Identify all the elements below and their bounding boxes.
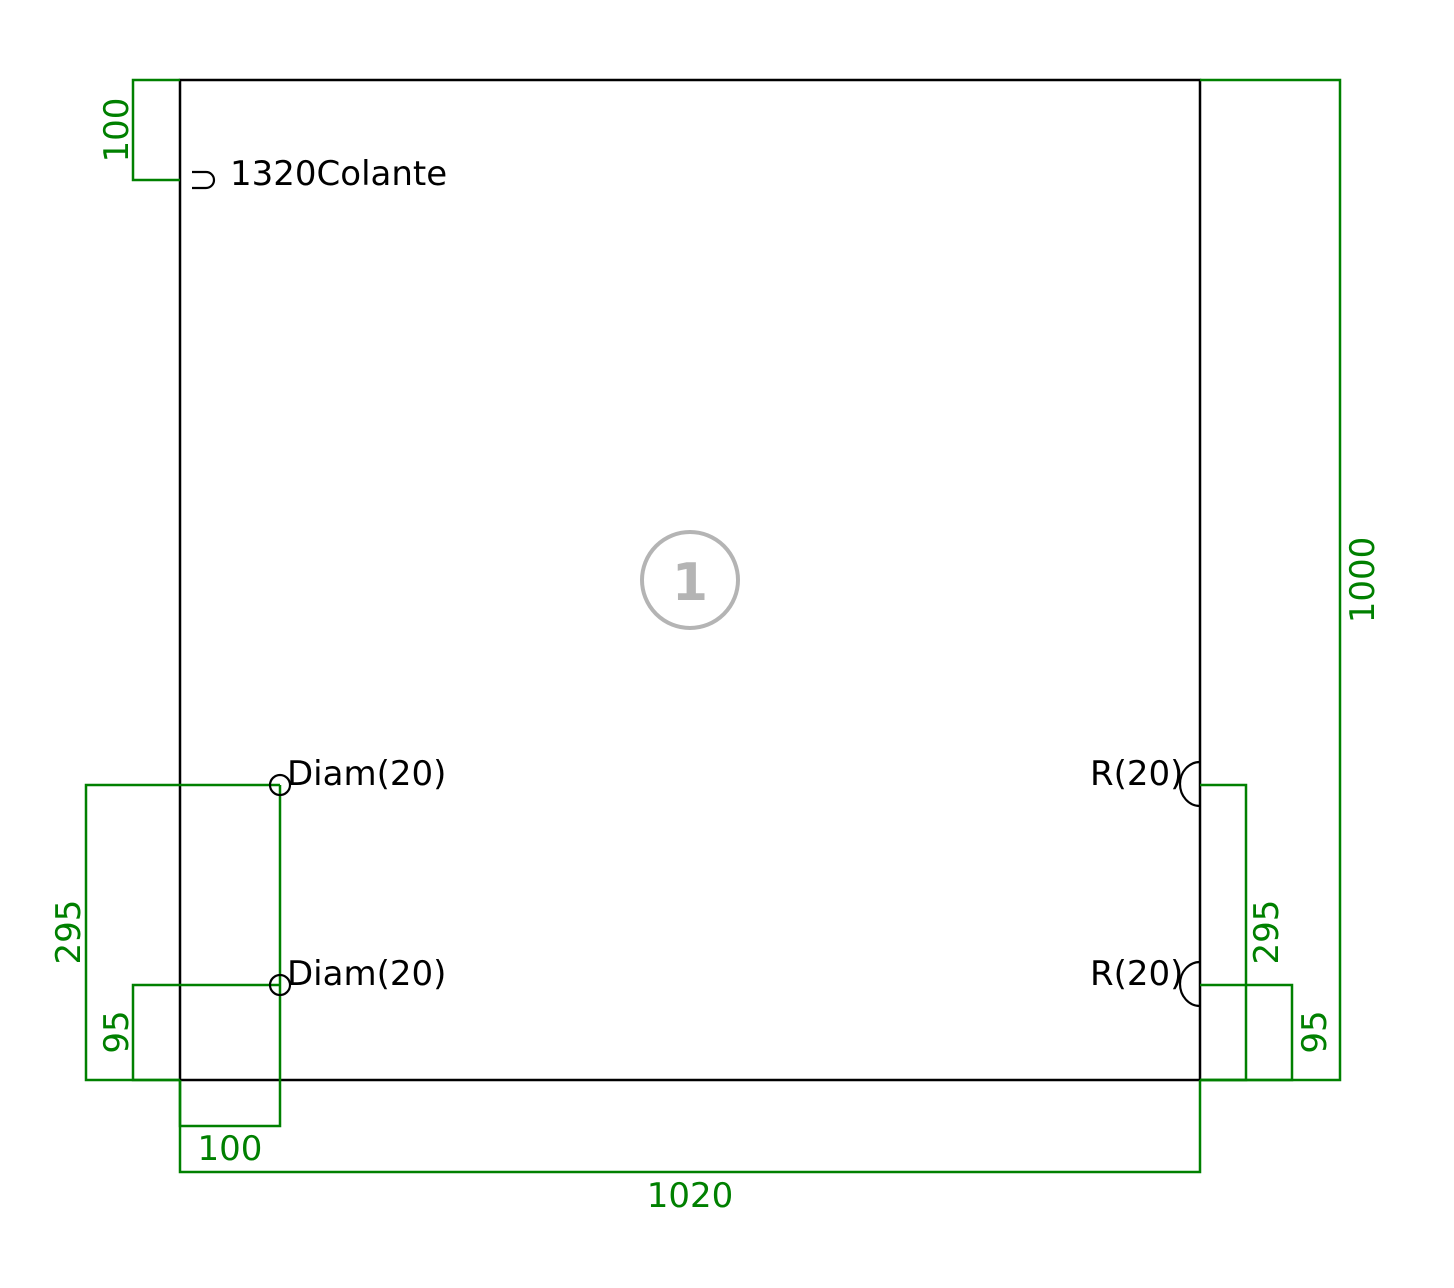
dimension-top-left: 100: [97, 78, 180, 182]
dimension-left-lower-hole: 95: [97, 983, 280, 1082]
dimension-right-upper-notch: 295: [1200, 783, 1287, 1082]
notch-upper: R(20): [1090, 754, 1201, 808]
part-outline: [178, 78, 1202, 1082]
part-number-badge: 1: [640, 530, 740, 630]
dimension-left-upper-hole: 295: [49, 783, 280, 1082]
svg-text:1000: 1000: [1343, 537, 1383, 624]
svg-text:295: 295: [49, 900, 89, 965]
svg-text:95: 95: [97, 1010, 137, 1053]
dimension-total-width: 1020: [178, 1080, 1202, 1216]
hole-upper: Diam(20): [268, 754, 446, 797]
svg-text:100: 100: [198, 1129, 263, 1169]
part-label: 1320Colante: [230, 154, 447, 194]
dimension-right-lower-notch: 95: [1200, 983, 1335, 1082]
svg-text:Diam(20): Diam(20): [287, 754, 446, 794]
u-icon: [192, 170, 216, 190]
notch-lower: R(20): [1090, 954, 1201, 1008]
hole-lower: Diam(20): [268, 954, 446, 997]
svg-text:Diam(20): Diam(20): [287, 954, 446, 994]
dimension-total-height: 1000: [1200, 78, 1383, 1082]
svg-text:R(20): R(20): [1090, 754, 1183, 794]
svg-text:100: 100: [97, 98, 137, 163]
dimension-hole-x: 100: [178, 785, 282, 1169]
svg-text:R(20): R(20): [1090, 954, 1183, 994]
svg-text:1020: 1020: [647, 1176, 734, 1216]
svg-text:295: 295: [1247, 900, 1287, 965]
part-number: 1: [672, 553, 708, 613]
svg-text:95: 95: [1295, 1010, 1335, 1053]
